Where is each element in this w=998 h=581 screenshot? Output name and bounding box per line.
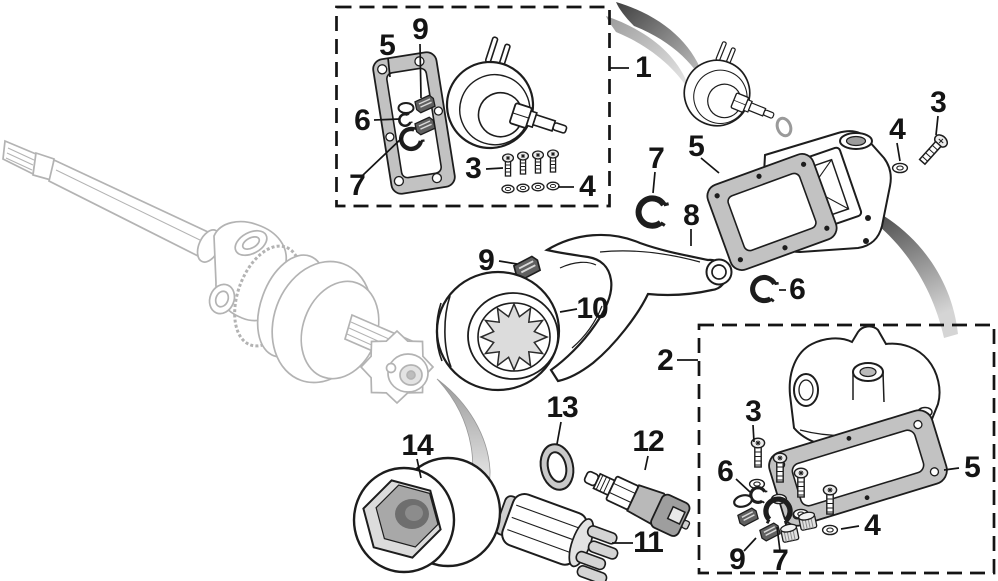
callout-4-washer-box2: 4 xyxy=(864,509,881,542)
callout-7-eclip-box2: 7 xyxy=(772,544,789,577)
vacuum-switch xyxy=(583,470,691,537)
assembly-box-2 xyxy=(697,323,996,575)
bolt-housing xyxy=(918,134,949,166)
callout-13-oring: 13 xyxy=(546,391,578,424)
callout-11-connector: 11 xyxy=(633,526,664,559)
callout-2-assembly: 2 xyxy=(657,344,674,377)
callout-12-switch: 12 xyxy=(632,425,664,458)
callout-14-socket: 14 xyxy=(401,429,433,462)
callout-7-eclip-shaft: 7 xyxy=(648,142,665,175)
callout-5-gasket-box1: 5 xyxy=(379,29,396,62)
gasket-box1 xyxy=(372,51,456,195)
callout-9-clip-mid: 9 xyxy=(478,244,495,277)
shift-fork xyxy=(544,233,733,383)
housing-gasket xyxy=(706,153,838,271)
callout-5-gasket-box2: 5 xyxy=(964,451,981,484)
connector-switch xyxy=(494,493,619,581)
swoosh-right xyxy=(848,203,958,338)
assembly-box-1 xyxy=(335,5,611,208)
bolt-set-box1 xyxy=(501,149,560,194)
axle-shaft-assembly-ghost xyxy=(2,139,435,405)
switch-o-ring xyxy=(539,443,575,491)
washer-housing xyxy=(891,162,909,174)
callout-6-eclip-fork: 6 xyxy=(789,273,806,306)
seal-cluster-box1 xyxy=(396,93,437,154)
callout-8-shift-fork: 8 xyxy=(683,199,700,232)
callout-3-bolt-box2: 3 xyxy=(745,395,762,428)
callout-4-washers-box1: 4 xyxy=(579,170,596,203)
callout-6-clip-box2: 6 xyxy=(717,455,734,488)
callout-7-eclip-box1: 7 xyxy=(349,169,366,202)
callout-10-collar: 10 xyxy=(576,292,608,325)
hardware-cluster-box2 xyxy=(733,437,839,544)
callout-6-oring-box1: 6 xyxy=(354,104,371,137)
swoosh-top-right-echo xyxy=(606,16,692,95)
callout-9-clips-box1: 9 xyxy=(412,13,429,46)
swoosh-top-right xyxy=(616,2,711,97)
retainer-clip xyxy=(736,506,760,528)
shaft-o-ring xyxy=(775,116,793,138)
o-ring xyxy=(733,494,753,508)
callout-4-housing-washer: 4 xyxy=(889,113,906,146)
hex-socket-tool xyxy=(352,456,502,574)
splined-collar xyxy=(435,270,561,392)
callout-3-housing-bolt: 3 xyxy=(930,86,947,119)
callout-leader-lines xyxy=(361,43,960,552)
callout-5-housing-gasket: 5 xyxy=(688,130,705,163)
callout-1-assembly: 1 xyxy=(635,51,652,84)
e-clip-fork xyxy=(748,274,779,303)
e-clip-shaft xyxy=(634,196,669,228)
o-ring xyxy=(397,102,415,114)
callout-3-bolts-box1: 3 xyxy=(465,152,482,185)
vacuum-motor-box1 xyxy=(434,27,588,172)
callout-9-clips-box2: 9 xyxy=(729,543,746,576)
